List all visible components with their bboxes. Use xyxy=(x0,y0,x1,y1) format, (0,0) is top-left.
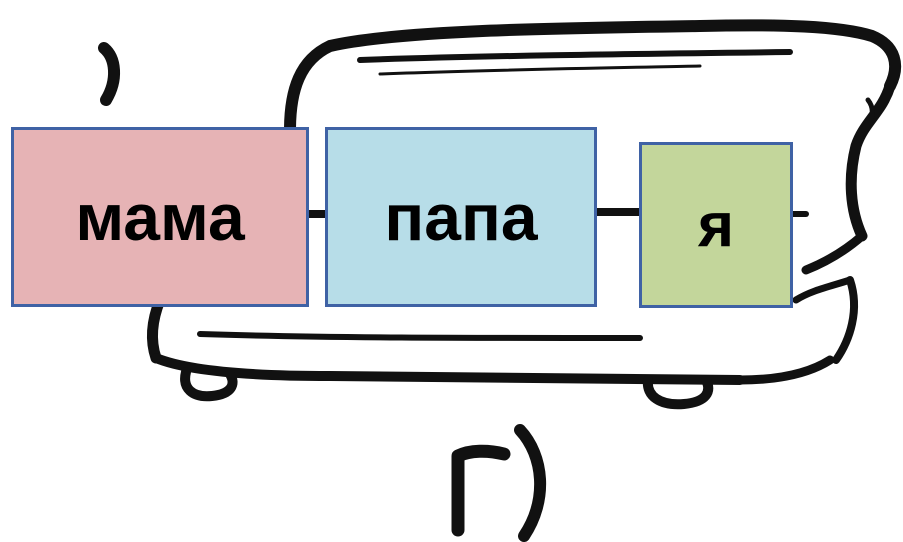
card-mama[interactable]: мама xyxy=(11,127,309,307)
card-ya[interactable]: я xyxy=(639,142,793,308)
card-mama-label: мама xyxy=(75,180,245,254)
card-ya-label: я xyxy=(697,190,735,260)
caption-letter: г) xyxy=(451,424,546,542)
card-papa-label: папа xyxy=(384,180,538,254)
card-papa[interactable]: папа xyxy=(325,127,597,307)
